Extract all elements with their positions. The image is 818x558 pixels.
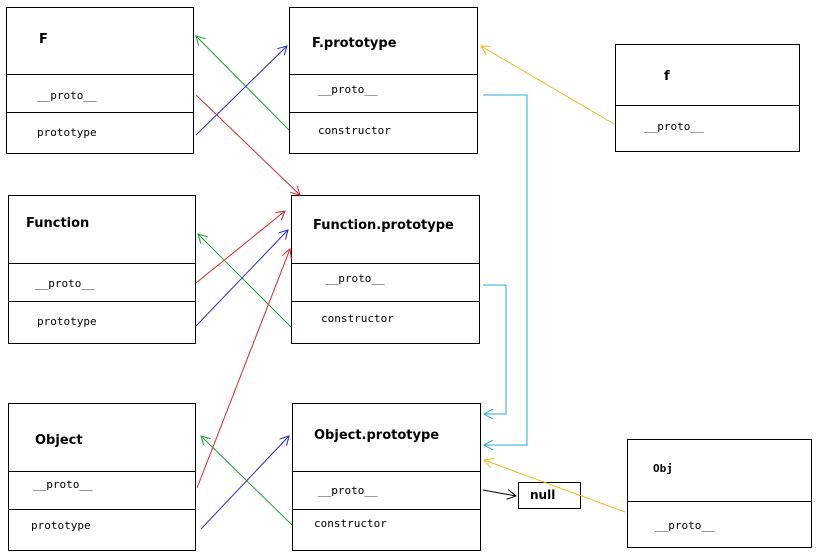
divider [616, 105, 799, 106]
arrow-F-prototype-to-Fproto [195, 46, 287, 136]
box-f: f __proto__ [615, 44, 800, 152]
divider [9, 509, 195, 510]
arrow-Fproto-proto-to-Objectproto [483, 94, 528, 445]
box-f-proto: __proto__ [644, 120, 704, 133]
box-F-prototype-title: F.prototype [312, 36, 397, 51]
arrow-Fproto-constructor-to-F [196, 36, 290, 131]
divider [9, 301, 195, 302]
arrow-Function-prototype-to-Functionproto [195, 230, 288, 327]
box-Obj-proto: __proto__ [655, 519, 715, 532]
arrow-Objectproto-proto-to-null [482, 490, 516, 496]
box-Object-prototype-proto: __proto__ [318, 484, 378, 497]
divider [9, 471, 195, 472]
box-Object-prototype-title: Object.prototype [314, 428, 440, 443]
arrow-Functionproto-proto-to-Objectproto [483, 284, 507, 414]
box-Function-proto: __proto__ [35, 277, 95, 290]
box-F-prototype: prototype [37, 126, 97, 139]
arrow-f-proto-to-Fproto [481, 46, 615, 125]
divider [628, 501, 811, 502]
arrow-Object-proto-to-Functionproto [196, 249, 290, 489]
box-Object-proto: __proto__ [33, 478, 93, 491]
divider [7, 74, 193, 75]
divider [292, 263, 479, 264]
arrow-Functionproto-constructor-to-Function [198, 234, 292, 328]
divider [293, 471, 480, 472]
arrow-Function-proto-to-Functionproto [195, 211, 285, 284]
box-f-title: f [664, 69, 670, 84]
box-Obj: Obj __proto__ [627, 439, 812, 548]
divider [290, 112, 477, 113]
box-Function-prototype-title: Function.prototype [313, 218, 454, 233]
box-Function: Function __proto__ prototype [8, 195, 196, 344]
box-F-prototype-proto: __proto__ [318, 83, 378, 96]
box-Function-title: Function [26, 216, 90, 231]
box-Obj-title: Obj [653, 462, 673, 475]
box-Function-prototype-constructor: constructor [321, 312, 394, 325]
box-F-prototype: F.prototype __proto__ constructor [289, 7, 478, 154]
box-F-proto: __proto__ [37, 89, 97, 102]
box-F: F __proto__ prototype [6, 7, 194, 154]
box-Object-prototype: Object.prototype __proto__ constructor [292, 403, 481, 551]
divider [7, 112, 193, 113]
divider [290, 74, 477, 75]
arrow-F-proto-to-Functionproto [195, 94, 300, 195]
box-Object: Object __proto__ prototype [8, 403, 196, 551]
box-F-prototype-constructor: constructor [318, 124, 391, 137]
box-Function-prototype: prototype [37, 315, 97, 328]
divider [9, 263, 195, 264]
arrow-Obj-proto-to-Objectproto [484, 460, 626, 513]
box-Object-prototype: prototype [31, 519, 91, 532]
box-Function-prototype: Function.prototype __proto__ constructor [291, 195, 480, 344]
null-label: null [530, 488, 556, 502]
box-F-title: F [39, 32, 48, 47]
arrow-Object-prototype-to-Objectproto [200, 436, 289, 530]
divider [293, 509, 480, 510]
divider [292, 301, 479, 302]
box-Object-title: Object [35, 433, 83, 448]
box-Object-prototype-constructor: constructor [314, 517, 387, 530]
box-Function-prototype-proto: __proto__ [325, 272, 385, 285]
